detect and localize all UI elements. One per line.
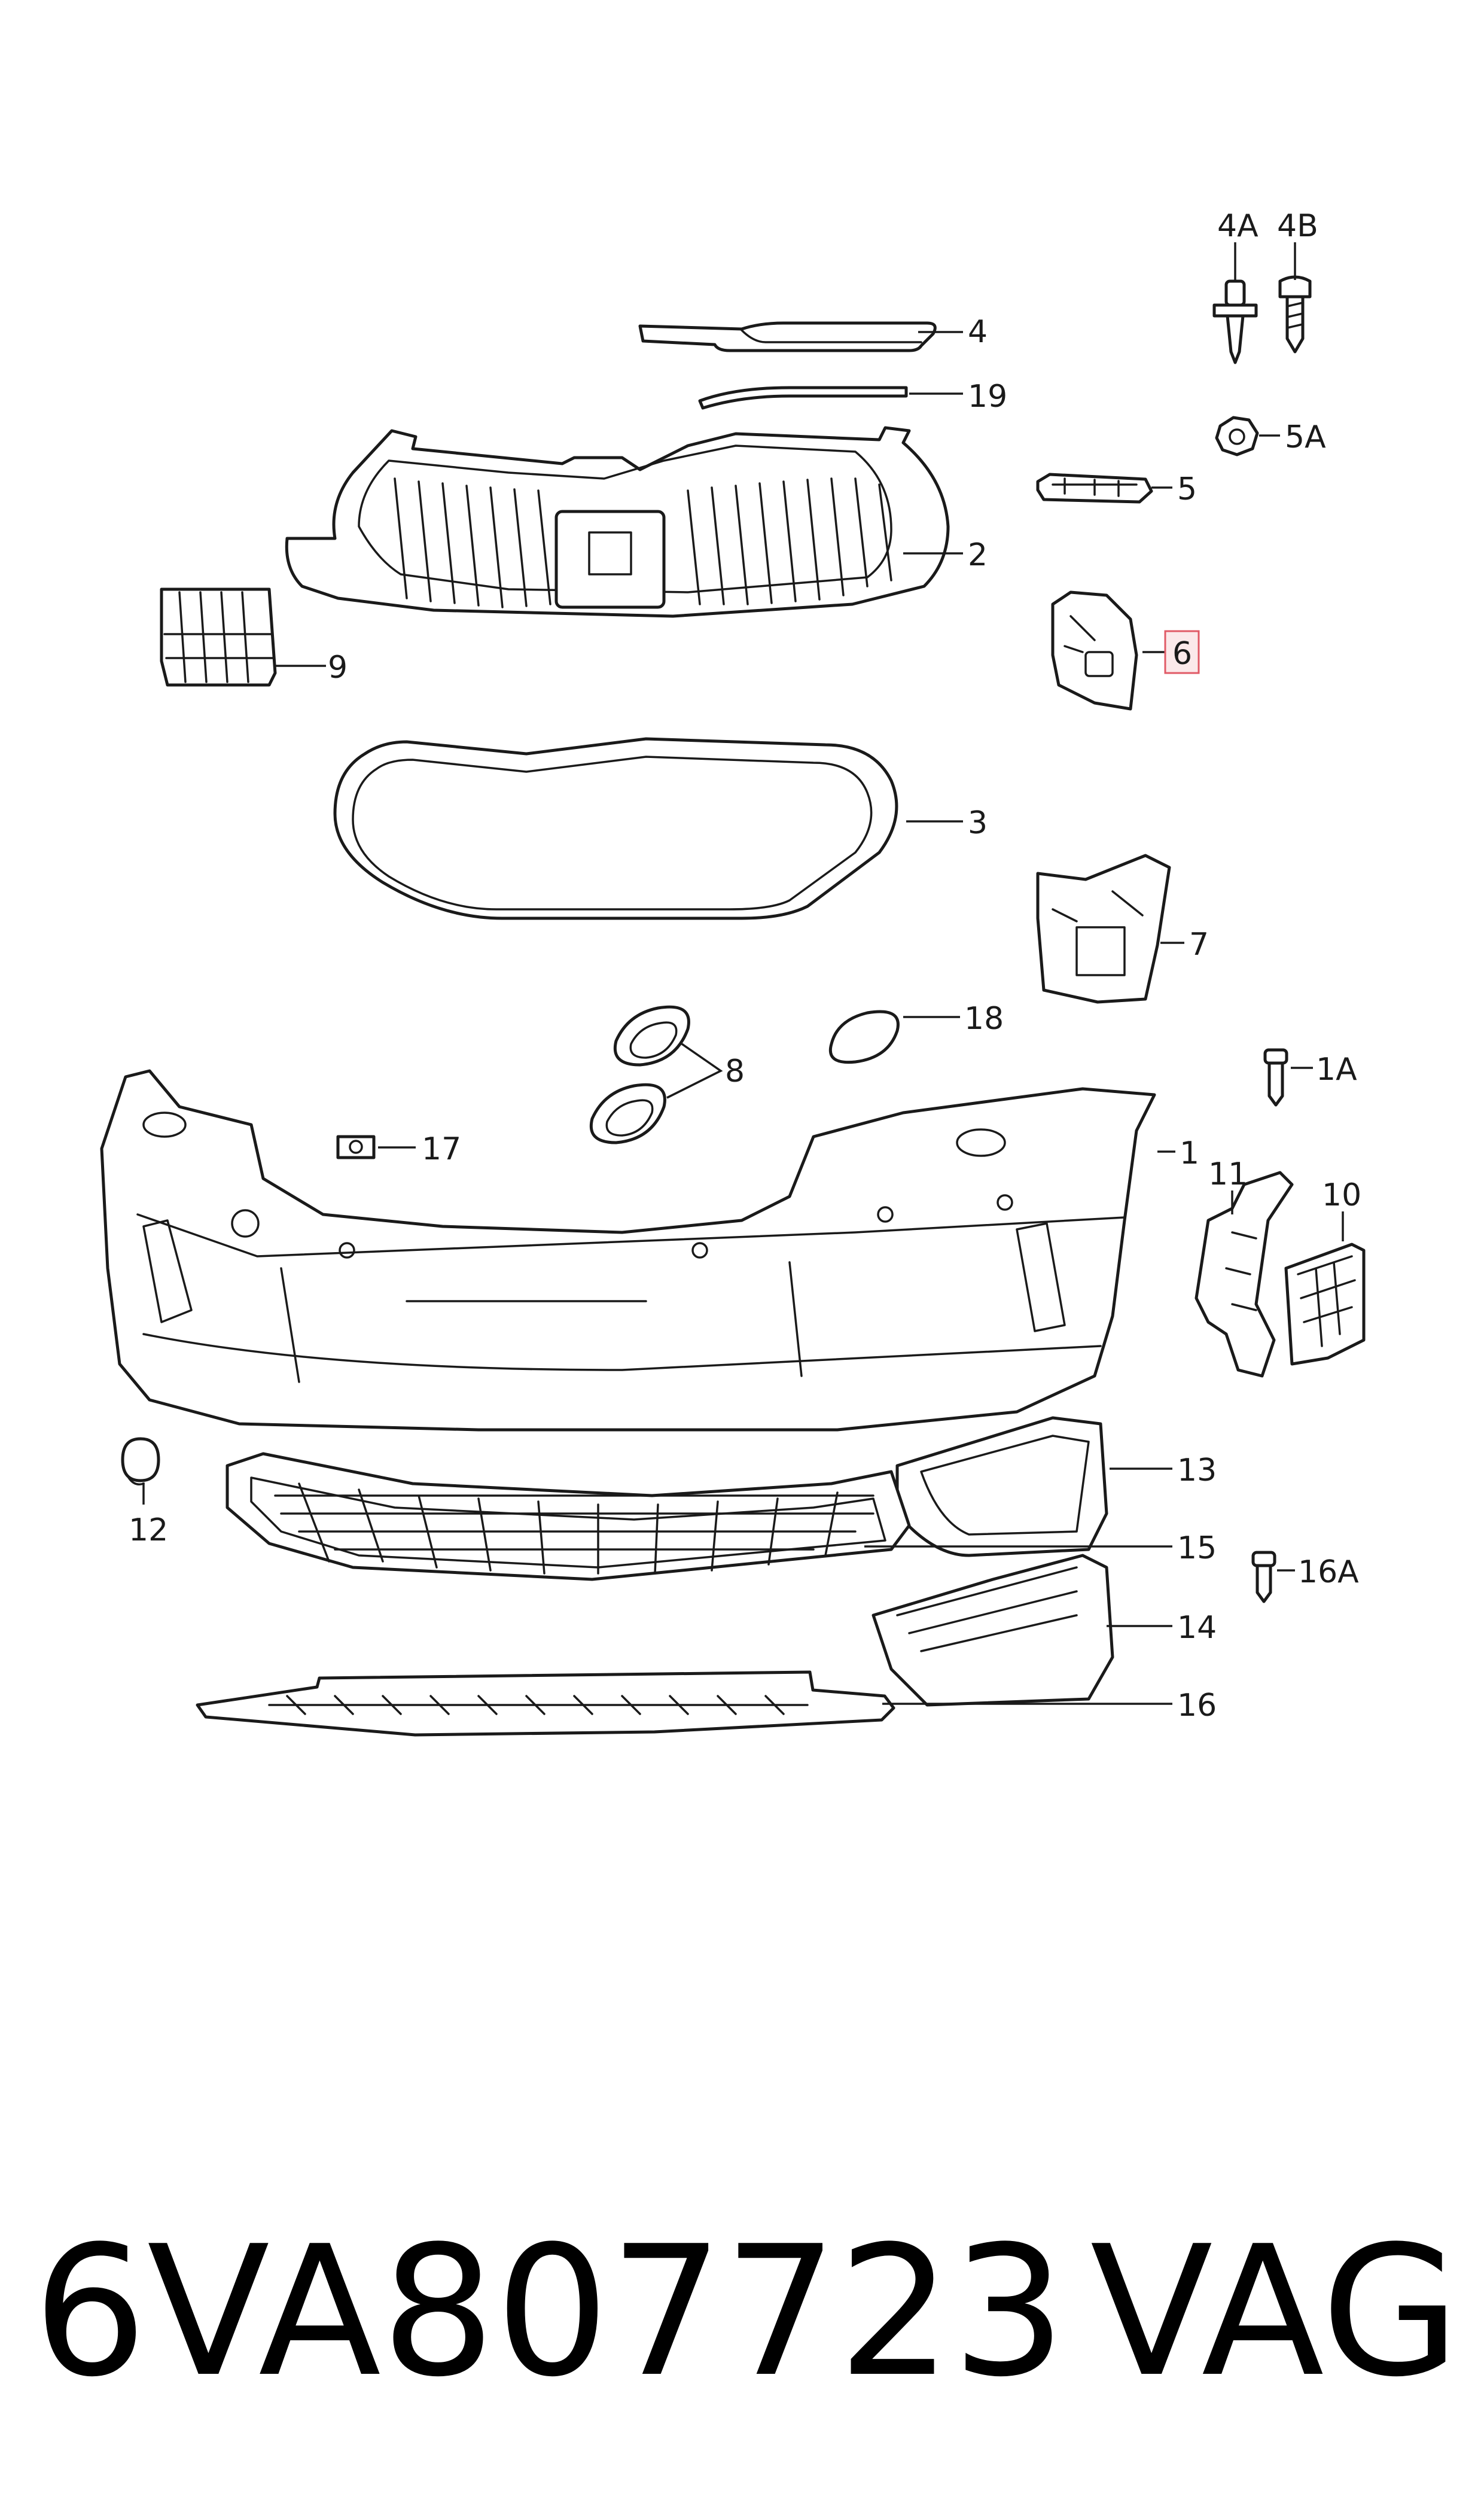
part-14-fog-trim	[871, 1554, 1114, 1707]
part-9-louver-insert	[160, 587, 277, 687]
label-17: 17	[422, 1131, 461, 1167]
label-1: 1	[1180, 1135, 1199, 1171]
part-13-fog-trim	[895, 1416, 1108, 1557]
brand-name: VAG	[1090, 2208, 1460, 2416]
label-8: 8	[725, 1054, 745, 1089]
part-10-side-louver	[1284, 1243, 1366, 1366]
part-11-bracket	[1194, 1171, 1294, 1378]
part-number: 6VA807723	[33, 2208, 1066, 2416]
label-13: 13	[1177, 1453, 1217, 1488]
part-19-chrome-strip	[698, 386, 908, 410]
part-12-clip	[121, 1437, 160, 1485]
label-5: 5	[1177, 471, 1197, 507]
part-4a-rivet	[1212, 279, 1258, 364]
label-10: 10	[1322, 1177, 1361, 1213]
label-12: 12	[129, 1512, 168, 1548]
label-9: 9	[328, 650, 348, 686]
part-16a-screw	[1251, 1551, 1276, 1603]
part-7-side-bracket	[1036, 854, 1171, 1004]
label-2: 2	[968, 537, 988, 573]
part-8-gasket-lower	[590, 1083, 666, 1144]
label-19: 19	[968, 379, 1007, 415]
part-4b-screw	[1278, 275, 1312, 354]
part-16-lower-spoiler	[196, 1670, 895, 1737]
label-16: 16	[1177, 1688, 1217, 1724]
label-1a: 1A	[1316, 1052, 1357, 1088]
label-7: 7	[1189, 927, 1209, 963]
part-17-clip	[336, 1135, 376, 1159]
part-6-bracket	[1051, 590, 1138, 711]
part-5-bracket	[1036, 473, 1153, 504]
part-15-lower-grille	[226, 1452, 911, 1581]
label-14: 14	[1177, 1610, 1217, 1646]
highlight-box-6	[1164, 630, 1200, 674]
label-4a: 4A	[1217, 208, 1258, 244]
part-1-bumper-cover	[100, 1069, 1156, 1432]
part-8-gasket-upper	[614, 1005, 690, 1067]
part-4-trim-strip	[638, 321, 937, 352]
label-4: 4	[968, 314, 988, 350]
label-15: 15	[1177, 1530, 1217, 1566]
part-3-grille-surround	[333, 737, 898, 920]
part-5a-nut	[1215, 416, 1259, 456]
label-6: 6	[1172, 636, 1192, 672]
label-16a: 16A	[1298, 1554, 1359, 1590]
part-1a-screw	[1263, 1048, 1288, 1107]
label-5a: 5A	[1285, 419, 1326, 455]
label-18: 18	[964, 1001, 1004, 1037]
part-2-grille	[285, 426, 950, 618]
label-11: 11	[1208, 1156, 1248, 1192]
label-3: 3	[968, 805, 988, 841]
label-4b: 4B	[1277, 208, 1318, 244]
part-18-cap	[829, 1010, 900, 1064]
